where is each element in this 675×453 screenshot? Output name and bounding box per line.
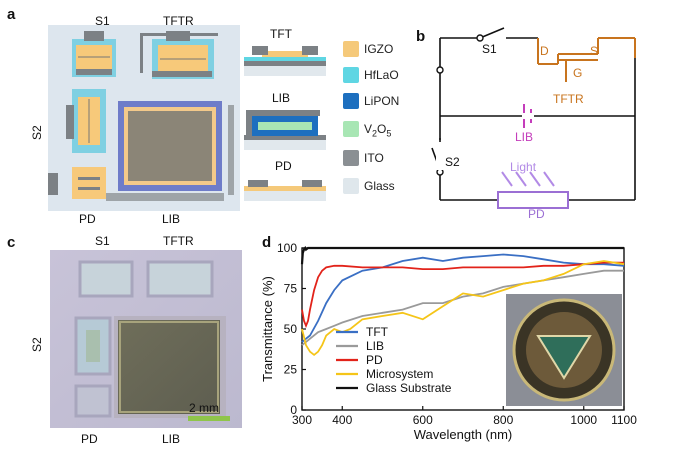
badge-triangle: [536, 335, 592, 380]
stack-title-tft: TFT: [270, 27, 292, 41]
legend-label: TFT: [366, 325, 389, 339]
tft-stack-diagram: [244, 46, 326, 76]
legend-label-glass: Glass: [364, 179, 395, 193]
scale-bar-label: 2 mm: [189, 401, 219, 415]
x-tick-label: 300: [292, 413, 312, 427]
legend-swatch-glass: [343, 178, 359, 194]
photo-label-tftr: TFTR: [163, 234, 194, 248]
photo-label-s2: S2: [30, 337, 44, 352]
circuit-diagram: [431, 27, 636, 209]
x-tick-label: 800: [493, 413, 513, 427]
x-tick-label: 1000: [570, 413, 597, 427]
legend-label: Microsystem: [366, 367, 433, 381]
device-photo: [50, 250, 242, 428]
transmittance-chart: 300 400 600 800 1000 1100 0 25 50 75 100Wavelength…: [260, 241, 637, 442]
legend-swatch-v2o5: [343, 121, 359, 137]
layout-label-s2: S2: [30, 125, 44, 140]
y-tick-label: 100: [277, 241, 297, 255]
photo-label-lib: LIB: [162, 432, 181, 446]
stack-title-pd: PD: [275, 159, 292, 173]
y-tick-label: 50: [284, 322, 298, 336]
layout-label-pd: PD: [79, 212, 96, 226]
legend-label-ito: ITO: [364, 151, 384, 165]
photo-label-s1: S1: [95, 234, 110, 248]
legend-swatch-lipon: [343, 93, 359, 109]
legend-label: PD: [366, 353, 383, 367]
series-line-microsystem: [301, 260, 625, 357]
x-tick-label: 600: [413, 413, 433, 427]
legend-label-v2o5: V2O5: [364, 122, 392, 139]
circuit-label-lib: LIB: [515, 130, 534, 144]
photo-label-pd: PD: [81, 432, 98, 446]
lib-stack-diagram: [244, 110, 326, 150]
legend-label: Glass Substrate: [366, 381, 452, 395]
layout-label-lib: LIB: [162, 212, 181, 226]
x-axis-label: Wavelength (nm): [414, 427, 513, 442]
legend-swatch-igzo: [343, 41, 359, 57]
y-tick-label: 0: [290, 403, 297, 417]
legend-swatch-hflao: [343, 67, 359, 83]
series-line-glass-substrate: [300, 245, 624, 265]
panel-a-label: a: [7, 6, 16, 23]
device-layout-diagram: [48, 25, 240, 211]
legend-swatch-ito: [343, 150, 359, 166]
panel-b-label: b: [416, 28, 426, 45]
circuit-label-pd: PD: [528, 207, 545, 221]
circuit-label-s: S: [590, 44, 599, 58]
legend-label-hflao: HfLaO: [364, 68, 399, 82]
layout-label-tftr: TFTR: [163, 14, 194, 28]
pd-stack-diagram: [244, 180, 326, 201]
circuit-label-g: G: [573, 66, 583, 80]
legend-label: LIB: [366, 339, 384, 353]
legend-label-igzo: IGZO: [364, 42, 394, 56]
series-line-tft: [301, 253, 625, 343]
y-axis-label: Transmittance (%): [260, 276, 275, 382]
circuit-label-s1: S1: [482, 42, 497, 56]
x-tick-label: 1100: [611, 413, 637, 427]
y-tick-label: 75: [284, 282, 298, 296]
legend-label-lipon: LiPON: [364, 94, 400, 108]
series-line-lib: [301, 269, 624, 346]
y-tick-label: 25: [284, 363, 298, 377]
circuit-label-s2: S2: [445, 155, 460, 169]
panel-d-label: d: [262, 234, 272, 251]
panel-c-label: c: [7, 234, 16, 251]
circuit-label-tftr: TFTR: [553, 92, 584, 106]
layout-label-s1: S1: [95, 14, 110, 28]
circuit-label-d: D: [540, 44, 549, 58]
stack-title-lib: LIB: [272, 91, 291, 105]
x-tick-label: 400: [332, 413, 352, 427]
series-line-pd: [301, 261, 624, 329]
circuit-label-light: Light: [510, 160, 537, 174]
